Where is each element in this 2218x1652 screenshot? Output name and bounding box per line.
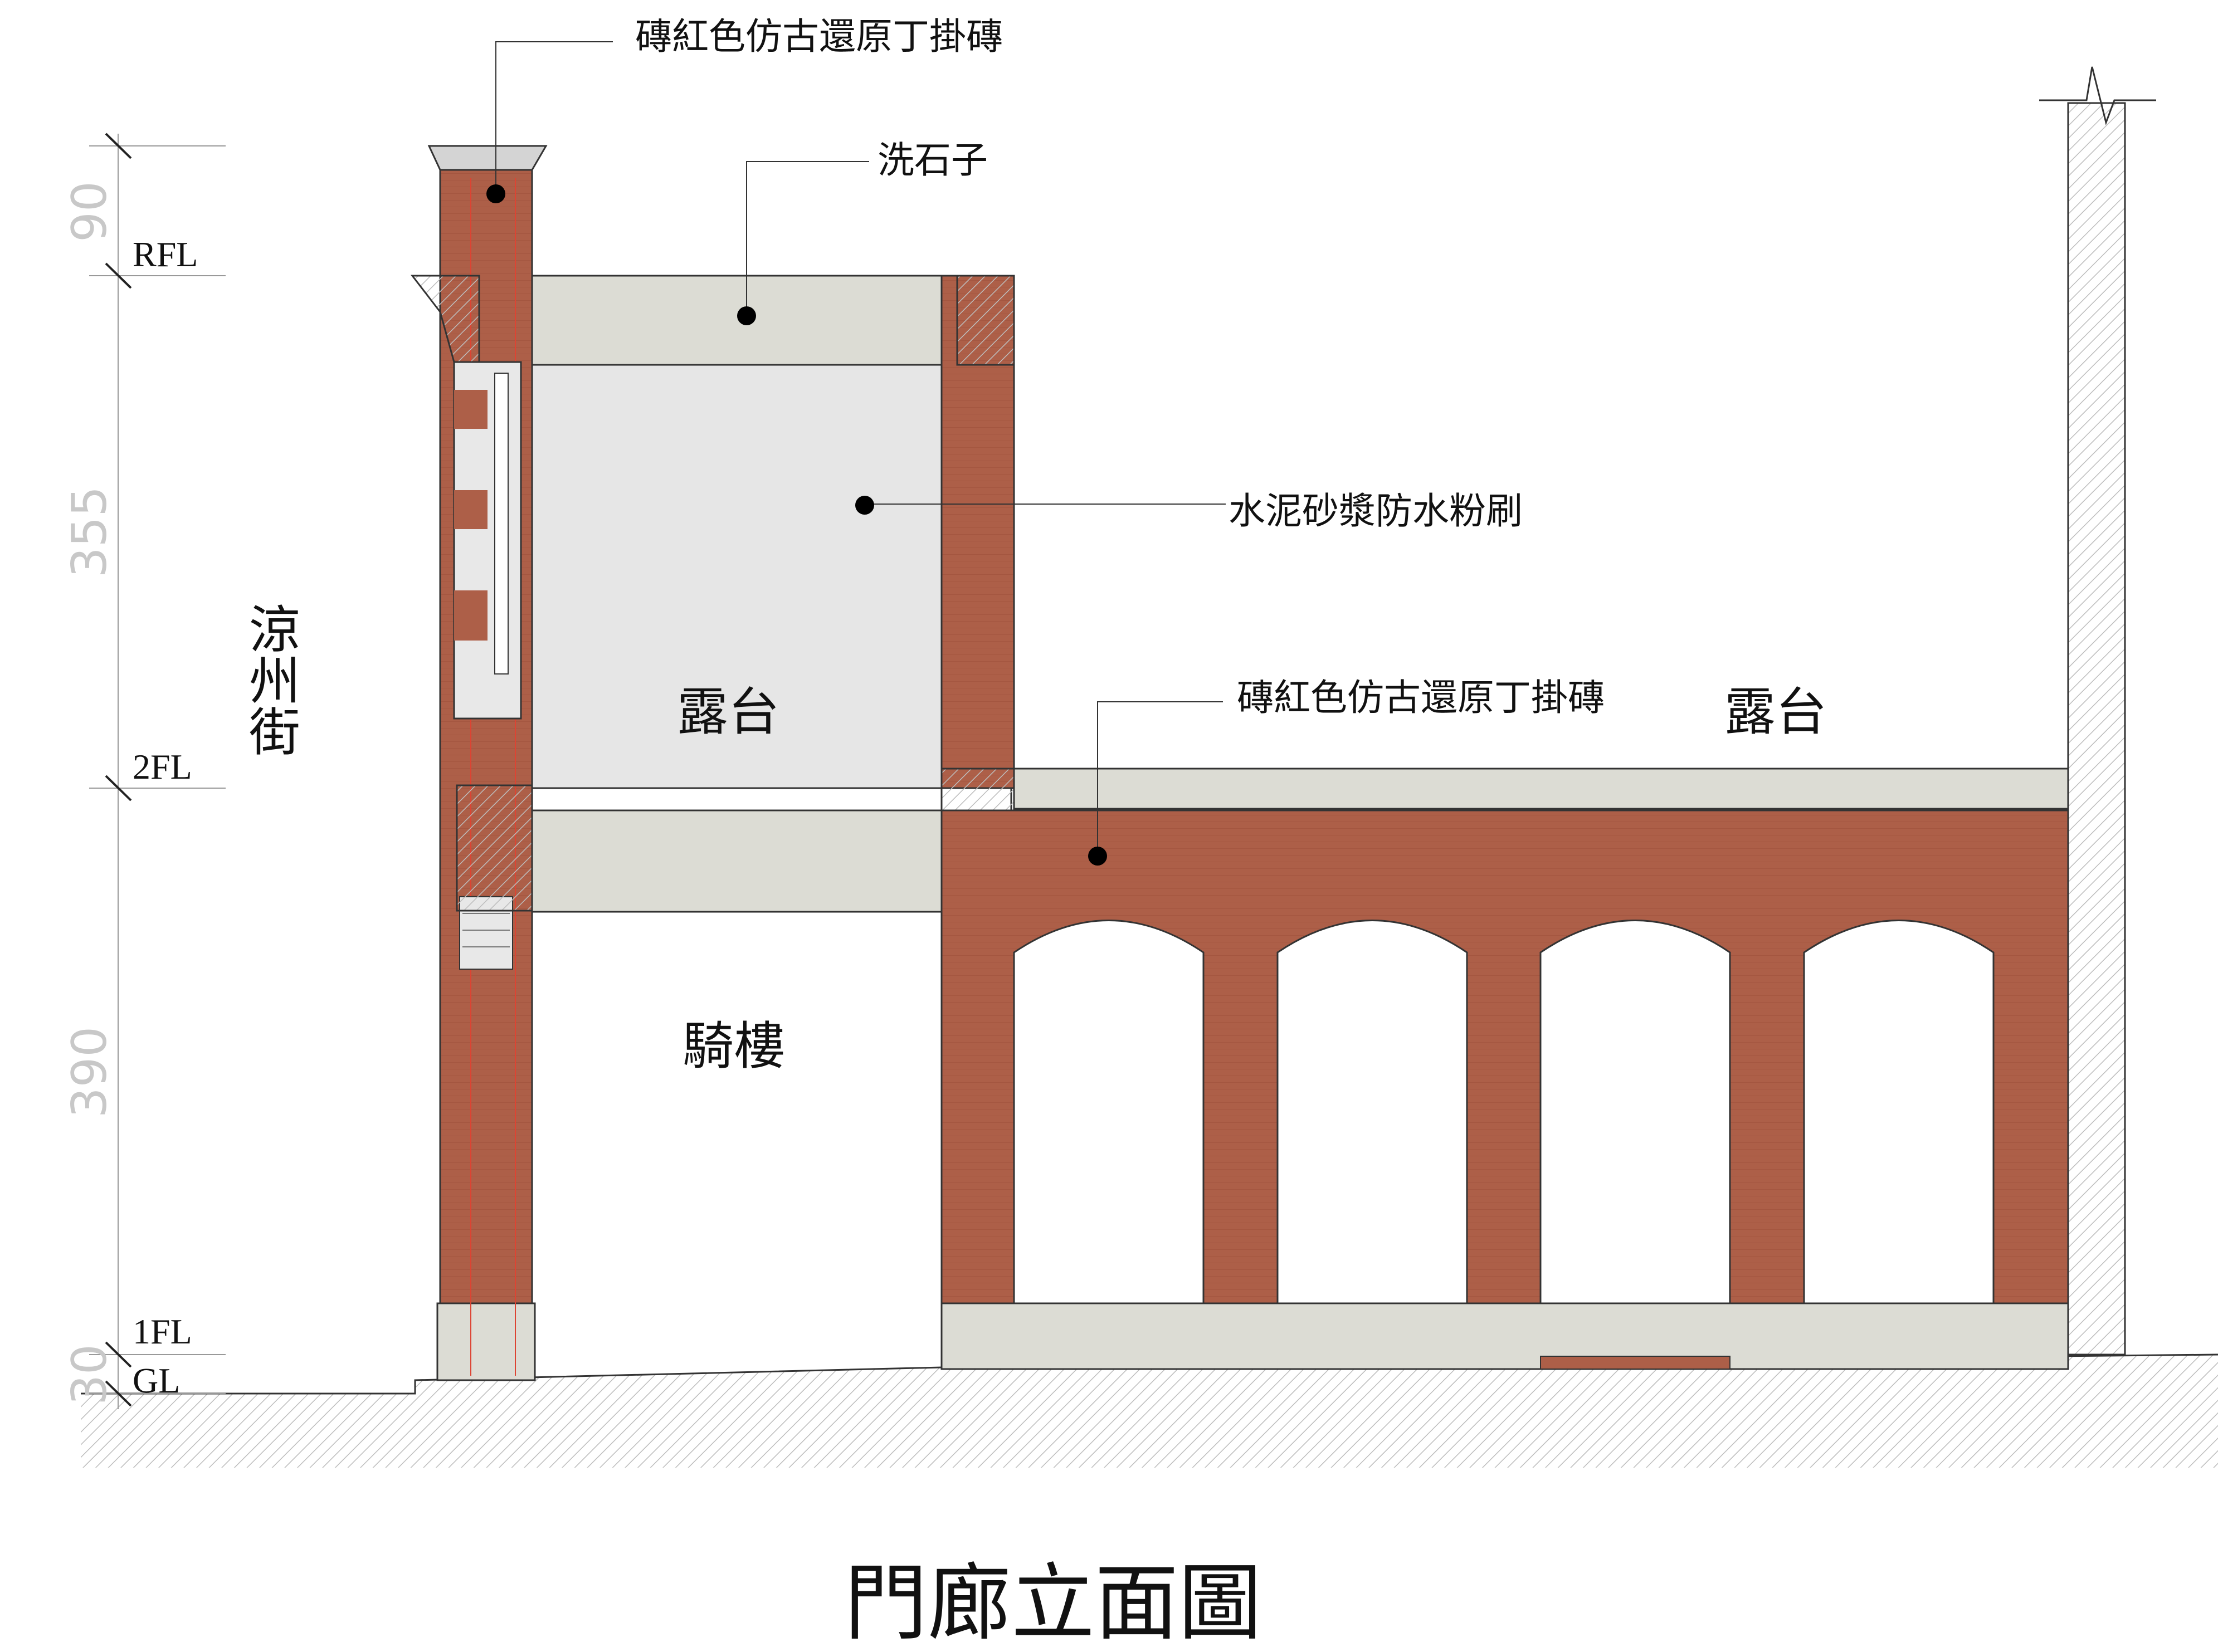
- left-pier: [410, 145, 548, 1381]
- dim-30: 30: [62, 1344, 118, 1405]
- callout-brick-arcade: 磚紅色仿古還原丁掛磚: [1237, 676, 1605, 719]
- callout-leaders: [495, 41, 1226, 855]
- boundary-wall: [2039, 66, 2156, 1356]
- ground: [81, 1353, 2218, 1468]
- dim-355: 355: [62, 486, 118, 578]
- drawing-title: 門廊立面圖: [844, 1555, 1262, 1652]
- callout-terrazzo: 洗石子: [878, 139, 988, 182]
- room-terrace-right: 露台: [1724, 682, 1827, 742]
- callout-mortar: 水泥砂漿防水粉刷: [1229, 490, 1523, 532]
- room-terrace-left: 露台: [677, 682, 779, 742]
- callout-brick-top: 磚紅色仿古還原丁掛磚: [635, 15, 1003, 58]
- callout-dots: [486, 184, 1107, 866]
- arcade: [940, 768, 2069, 1370]
- dim-90: 90: [62, 181, 118, 242]
- level-rfl: RFL: [133, 234, 198, 274]
- dim-390: 390: [62, 1027, 118, 1118]
- room-arcade: 騎樓: [683, 1016, 785, 1076]
- upper-block: [531, 275, 1015, 913]
- street-label: 涼州街: [241, 603, 300, 756]
- level-2fl: 2FL: [133, 747, 192, 786]
- level-1fl: 1FL: [133, 1312, 192, 1351]
- level-gl: GL: [133, 1361, 180, 1400]
- level-markers: [89, 133, 226, 1409]
